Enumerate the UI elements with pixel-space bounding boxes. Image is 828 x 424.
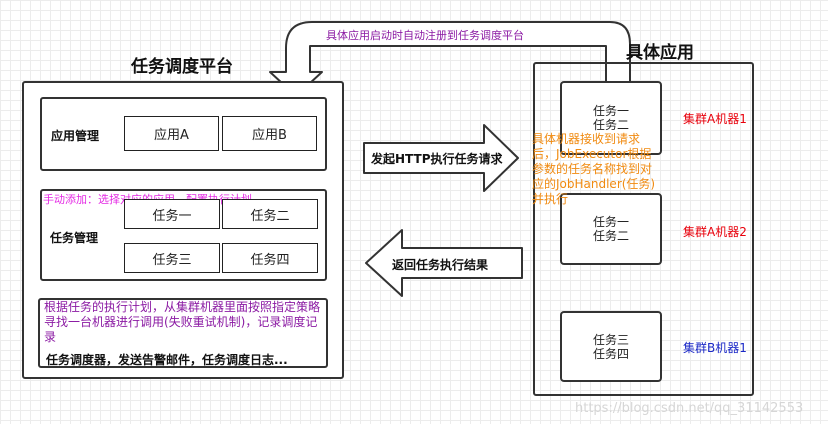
request-arrow-label: 发起HTTP执行任务请求 [371, 152, 503, 166]
machine-a2-task: 任务二 [592, 229, 629, 243]
executor-note: 具体机器接收到请求后，JobExecutor根据参数的任务名称找到对应的JobH… [532, 132, 656, 206]
dispatcher-note: 根据任务的执行计划，从集群机器里面按照指定策略寻找一台机器进行调用(失败重试机制… [44, 300, 321, 344]
registration-arrow-label: 具体应用启动时自动注册到任务调度平台 [326, 29, 524, 42]
dispatcher-footer: 任务调度器，发送告警邮件，任务调度日志... [46, 353, 288, 367]
machine-b1-task: 任务三 [592, 332, 629, 347]
app-box [533, 62, 754, 396]
request-arrow [363, 124, 519, 192]
platform-title: 任务调度平台 [131, 57, 233, 77]
task-one: 任务一 [124, 199, 220, 229]
app-title: 具体应用 [626, 43, 694, 63]
result-arrow [365, 229, 523, 297]
machine-a1-task: 任务一 [592, 104, 629, 118]
machine-b1-task: 任务四 [592, 346, 629, 361]
machine-a1: 任务一 任务二 [560, 81, 662, 155]
cluster-label-a1: 集群A机器1 [683, 112, 747, 126]
task-three: 任务三 [124, 243, 220, 273]
cluster-label-b1: 集群B机器1 [683, 341, 747, 355]
app-a: 应用A [124, 116, 219, 151]
task-management-label: 任务管理 [50, 231, 99, 245]
machine-b1: 任务三 任务四 [560, 311, 662, 382]
cluster-label-a2: 集群A机器2 [683, 225, 747, 239]
app-b: 应用B [222, 116, 317, 151]
machine-a1-task: 任务二 [592, 118, 629, 132]
machine-a2: 任务一 任务二 [560, 193, 662, 265]
task-four: 任务四 [222, 243, 318, 273]
app-management-label: 应用管理 [51, 129, 100, 143]
result-arrow-label: 返回任务执行结果 [392, 258, 489, 272]
machine-a2-task: 任务一 [592, 215, 629, 229]
task-two: 任务二 [222, 199, 318, 229]
watermark: https://blog.csdn.net/qq_31142553 [575, 401, 804, 416]
dispatcher-box [38, 298, 328, 368]
